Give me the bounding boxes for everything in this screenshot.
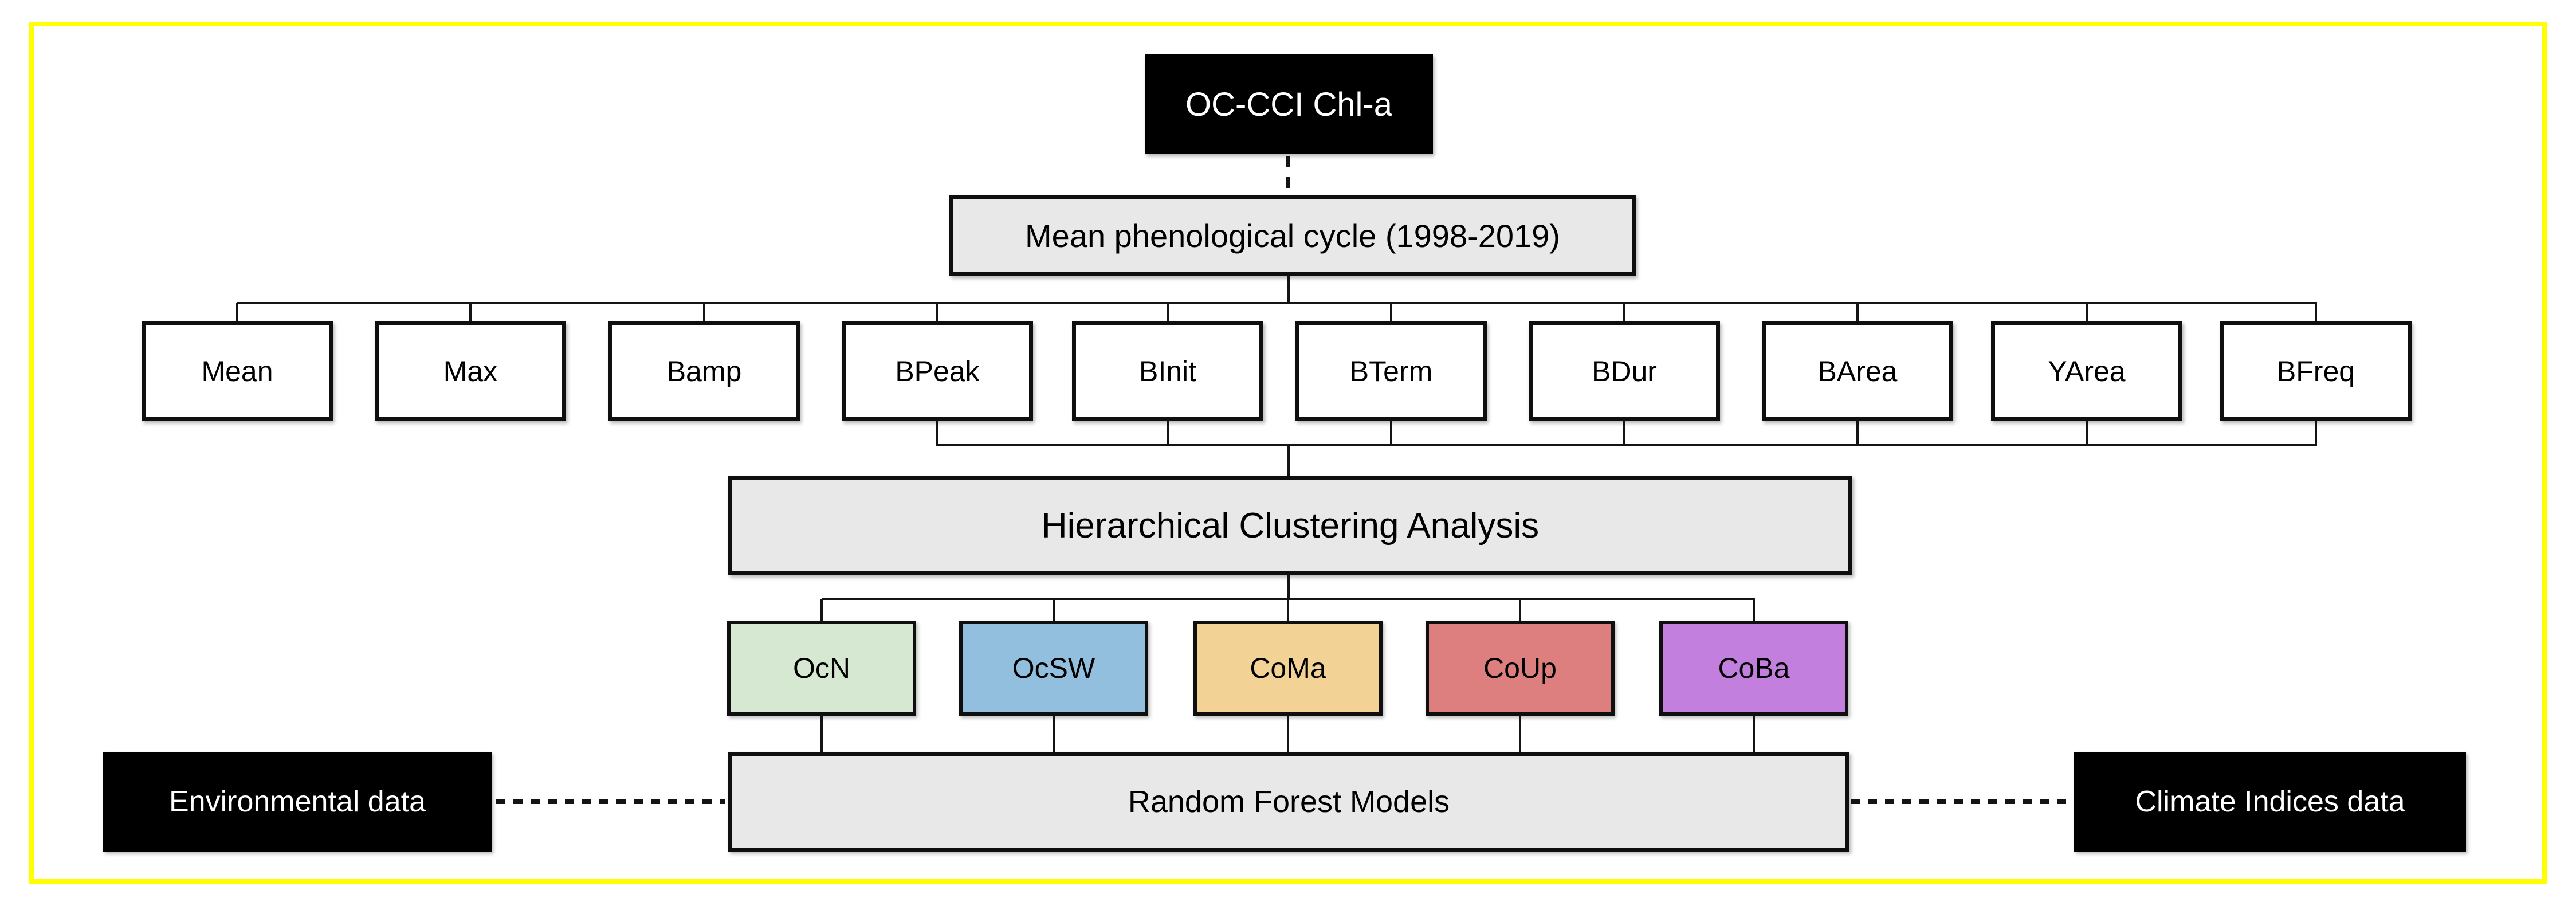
line xyxy=(820,599,823,622)
node-hierarchical-clustering-label: Hierarchical Clustering Analysis xyxy=(1041,505,1540,546)
node-binit-label: BInit xyxy=(1138,355,1197,387)
line xyxy=(1167,303,1169,323)
node-bpeak: BPeak xyxy=(842,321,1033,421)
line xyxy=(1167,420,1169,445)
node-coba: CoBa xyxy=(1659,621,1848,716)
line xyxy=(2315,420,2317,445)
node-bamp-label: Bamp xyxy=(666,355,742,387)
node-environmental-data: Environmental data xyxy=(103,752,492,852)
line xyxy=(1287,599,1289,622)
line xyxy=(820,715,823,753)
node-bfreq-label: BFreq xyxy=(2276,355,2355,387)
node-climate-indices-data: Climate Indices data xyxy=(2074,752,2466,852)
node-binit: BInit xyxy=(1072,321,1263,421)
node-ocsw: OcSW xyxy=(959,621,1148,716)
node-ocn: OcN xyxy=(727,621,916,716)
dashed-connector-climate-to-rf xyxy=(1851,799,2072,804)
node-bpeak-label: BPeak xyxy=(895,355,980,387)
line xyxy=(936,444,2317,446)
line xyxy=(1287,275,1290,303)
node-oc-cci-chl-a: OC-CCI Chl-a xyxy=(1145,54,1433,154)
line xyxy=(1623,303,1625,323)
line xyxy=(1053,599,1055,622)
line xyxy=(2086,420,2088,445)
line xyxy=(1623,420,1625,445)
node-oc-cci-chl-a-label: OC-CCI Chl-a xyxy=(1185,85,1392,123)
line xyxy=(1287,715,1289,753)
line xyxy=(936,420,938,445)
node-random-forest: Random Forest Models xyxy=(728,752,1849,852)
line xyxy=(1287,445,1290,477)
node-yarea-label: YArea xyxy=(2048,355,2126,387)
line xyxy=(237,302,2317,304)
line xyxy=(2315,303,2317,323)
line xyxy=(469,303,472,323)
node-bamp: Bamp xyxy=(608,321,800,421)
node-max-label: Max xyxy=(443,355,498,387)
node-climate-indices-data-label: Climate Indices data xyxy=(2135,785,2405,818)
node-bfreq: BFreq xyxy=(2220,321,2412,421)
node-mean: Mean xyxy=(142,321,333,421)
dashed-connector-environmental-to-rf xyxy=(496,799,725,804)
line xyxy=(1053,715,1055,753)
node-barea-label: BArea xyxy=(1817,355,1898,387)
line xyxy=(1856,420,1859,445)
dashed-connector-source-to-phenology xyxy=(1286,156,1290,194)
node-bterm: BTerm xyxy=(1295,321,1487,421)
node-coba-label: CoBa xyxy=(1718,652,1790,684)
line xyxy=(1390,303,1392,323)
node-random-forest-label: Random Forest Models xyxy=(1128,785,1450,819)
node-mean-label: Mean xyxy=(201,355,273,387)
node-yarea: YArea xyxy=(1991,321,2182,421)
line xyxy=(1287,574,1290,599)
node-barea: BArea xyxy=(1762,321,1953,421)
node-coup: CoUp xyxy=(1426,621,1615,716)
node-bdur-label: BDur xyxy=(1592,355,1657,387)
node-ocsw-label: OcSW xyxy=(1012,652,1095,684)
line xyxy=(936,303,938,323)
node-hierarchical-clustering: Hierarchical Clustering Analysis xyxy=(728,476,1852,575)
node-coma-label: CoMa xyxy=(1250,652,1326,684)
line xyxy=(1519,715,1521,753)
line xyxy=(1856,303,1859,323)
node-coup-label: CoUp xyxy=(1483,652,1557,684)
line xyxy=(1390,420,1392,445)
node-coma: CoMa xyxy=(1193,621,1383,716)
yellow-border-frame xyxy=(29,22,2547,884)
node-ocn-label: OcN xyxy=(793,652,850,684)
node-phenology-cycle-label: Mean phenological cycle (1998-2019) xyxy=(1025,217,1560,254)
node-environmental-data-label: Environmental data xyxy=(168,785,426,818)
line xyxy=(703,303,705,323)
node-bdur: BDur xyxy=(1529,321,1720,421)
line xyxy=(236,303,238,323)
line xyxy=(1753,599,1755,622)
line xyxy=(1519,599,1521,622)
line xyxy=(1753,715,1755,753)
line xyxy=(2086,303,2088,323)
node-max: Max xyxy=(375,321,566,421)
node-bterm-label: BTerm xyxy=(1349,355,1433,387)
node-phenology-cycle: Mean phenological cycle (1998-2019) xyxy=(949,195,1636,276)
